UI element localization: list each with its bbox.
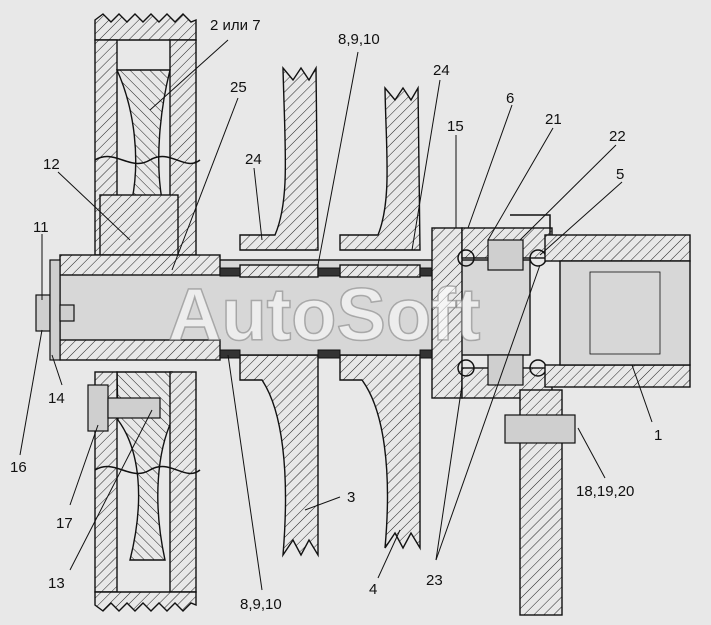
bracket — [504, 389, 576, 616]
engine-shaft-1 — [544, 234, 691, 388]
callout-8-9-10-bottom: 8,9,10 — [240, 596, 282, 613]
callout-12: 12 — [43, 156, 60, 173]
leader-lines — [19, 39, 653, 591]
callout-6: 6 — [506, 90, 514, 107]
watermark-text: AutoSoft — [168, 273, 480, 356]
callout-21: 21 — [545, 111, 562, 128]
callout-11: 11 — [33, 219, 49, 236]
callout-5: 5 — [616, 166, 624, 183]
callout-labels: 2 или 7 8,9,10 24 25 6 15 21 22 5 12 24 … — [10, 17, 662, 613]
callout-8-9-10-top: 8,9,10 — [338, 31, 380, 48]
pulley-3 — [239, 65, 319, 558]
callout-2-or-7: 2 или 7 — [210, 17, 261, 34]
callout-1: 1 — [654, 427, 662, 444]
callout-4: 4 — [369, 581, 377, 598]
callout-13: 13 — [48, 575, 65, 592]
callout-17: 17 — [56, 515, 73, 532]
callout-22: 22 — [609, 128, 626, 145]
callout-16: 16 — [10, 459, 27, 476]
callout-24-mid: 24 — [245, 151, 262, 168]
callout-18-19-20: 18,19,20 — [576, 483, 634, 500]
callout-24-top: 24 — [433, 62, 450, 79]
callout-3: 3 — [347, 489, 355, 506]
end-bolt — [35, 259, 75, 361]
callout-14: 14 — [48, 390, 65, 407]
callout-23: 23 — [426, 572, 443, 589]
callout-15: 15 — [447, 118, 464, 135]
callout-25: 25 — [230, 79, 247, 96]
lower-bolt — [87, 384, 161, 432]
pulley-4 — [339, 85, 421, 551]
large-pulley — [94, 13, 201, 612]
